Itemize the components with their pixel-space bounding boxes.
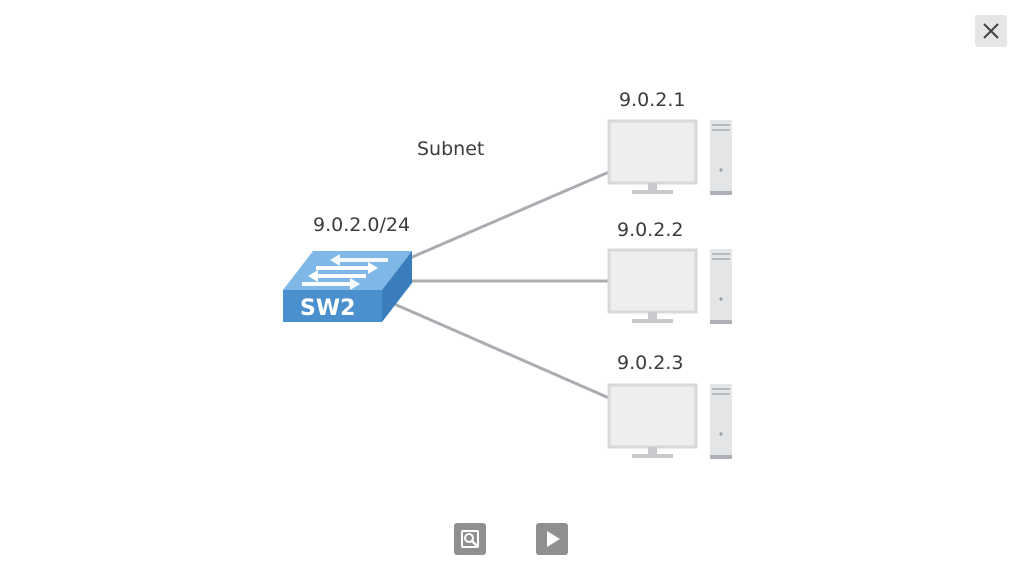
- host-ip-3: 9.0.2.3: [617, 352, 683, 374]
- tower-icon: [710, 384, 732, 459]
- host-computer-3: [607, 383, 732, 459]
- zoom-button[interactable]: [454, 523, 486, 555]
- tower-icon: [710, 120, 732, 195]
- monitor-icon: [607, 383, 698, 449]
- monitor-icon: [607, 248, 698, 314]
- subnet-label: Subnet: [417, 138, 484, 160]
- tower-icon: [710, 249, 732, 324]
- host-ip-2: 9.0.2.2: [617, 219, 683, 241]
- switch-label: SW2: [300, 296, 355, 321]
- host-ip-1: 9.0.2.1: [619, 89, 685, 111]
- close-button[interactable]: [975, 15, 1007, 47]
- zoom-icon: [461, 530, 479, 548]
- close-icon: [983, 23, 999, 39]
- host-computer-1: [607, 119, 732, 195]
- play-button[interactable]: [536, 523, 568, 555]
- switch-front-face: [283, 290, 382, 322]
- switch-sw2: SW2: [283, 251, 412, 322]
- monitor-icon: [607, 119, 698, 185]
- host-computer-2: [607, 248, 732, 324]
- switch-arrows-icon: [302, 254, 388, 290]
- subnet-address: 9.0.2.0/24: [313, 214, 410, 236]
- play-icon: [547, 531, 560, 547]
- switch-side-face: [382, 251, 412, 322]
- link-host-3: [391, 301, 610, 400]
- link-host-1: [409, 170, 610, 260]
